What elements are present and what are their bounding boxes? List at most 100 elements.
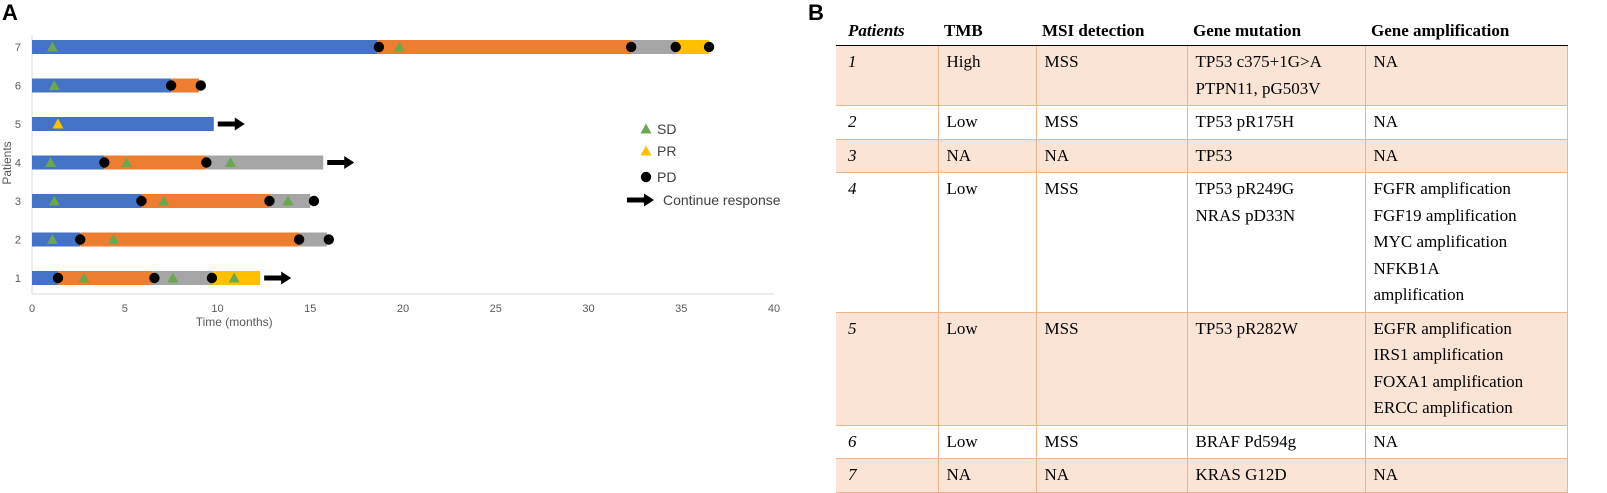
bar-segment-blue (32, 155, 105, 170)
cell-msi: MSS (1035, 311, 1188, 426)
legend-label: PD (657, 169, 676, 185)
cell-tmb: Low (937, 105, 1037, 140)
pd-marker (264, 195, 275, 207)
bar-segment-gray (152, 271, 212, 285)
cell-patient: 4 (836, 172, 939, 313)
cell-patient: 5 (836, 311, 939, 426)
bar-segment-orange (141, 194, 270, 208)
cell-patient: 2 (836, 105, 939, 140)
cell-gene-mutation: TP53 pR175H (1186, 105, 1366, 140)
x-tick-label: 20 (397, 303, 409, 315)
pr-marker (52, 118, 64, 129)
bar-segment-gray (299, 232, 327, 247)
cell-gene-mutation: TP53 pR282W (1186, 311, 1366, 426)
pd-marker (206, 272, 218, 284)
cell-gene-amplification: NA (1364, 138, 1568, 173)
sd-marker (78, 272, 90, 283)
sd-marker (228, 272, 240, 283)
cell-tmb: Low (937, 311, 1037, 426)
sd-marker (45, 157, 57, 167)
bar-segment-blue (32, 40, 378, 54)
x-tick-label: 10 (211, 303, 223, 315)
cell-tmb: NA (937, 138, 1037, 173)
genomics-table: Patients TMB MSI detection Gene mutation… (836, 17, 1568, 493)
legend-pd-icon (640, 171, 652, 183)
y-tick-label: 7 (15, 42, 21, 54)
sd-marker (158, 195, 170, 206)
bar-segment-orange (171, 78, 199, 93)
cell-patient: 1 (836, 45, 939, 106)
y-tick-label: 2 (15, 235, 21, 247)
bar-segment-blue (32, 232, 81, 247)
bar-segment-gray (206, 155, 324, 170)
x-tick-label: 15 (304, 303, 316, 315)
cell-patient: 3 (836, 138, 939, 173)
bar-segment-blue (32, 194, 142, 208)
cell-msi: NA (1035, 138, 1188, 173)
x-tick-label: 25 (490, 303, 502, 315)
pd-marker (149, 272, 160, 284)
legend-sd-icon (640, 123, 652, 134)
pd-marker (670, 41, 681, 53)
header-gene-mutation: Gene mutation (1187, 17, 1365, 46)
panel-label-a: A (2, 0, 18, 25)
sd-marker (108, 234, 120, 244)
pd-marker (136, 195, 147, 207)
pd-marker (308, 195, 320, 207)
header-msi: MSI detection (1036, 17, 1187, 46)
pd-marker (703, 41, 715, 53)
legend-pr-icon (640, 145, 652, 156)
legend-arrow-icon (627, 193, 654, 207)
bar-segment-blue (32, 117, 214, 131)
bar-segment-orange (104, 155, 207, 170)
table-header-row: Patients TMB MSI detection Gene mutation… (836, 17, 1568, 46)
x-tick-label: 35 (675, 303, 687, 315)
sd-marker (282, 195, 294, 206)
bar-segment-orange (80, 232, 300, 247)
legend-label: Continue response (663, 192, 781, 208)
sd-marker (48, 80, 60, 90)
cell-msi: NA (1035, 458, 1188, 493)
cell-tmb: Low (937, 424, 1037, 459)
bar-segment-yellow (675, 40, 710, 54)
cell-patient: 6 (836, 424, 939, 459)
sd-marker (167, 272, 179, 283)
legend-label: PR (657, 143, 676, 159)
sd-marker (224, 157, 236, 167)
sd-marker (48, 195, 60, 206)
pd-marker (99, 157, 110, 168)
pd-marker (373, 41, 385, 53)
continue-response-arrow (264, 271, 292, 285)
cell-gene-mutation: TP53 (1186, 138, 1366, 173)
pd-marker (195, 80, 207, 91)
bar-segment-gray (631, 40, 676, 54)
pd-marker (75, 234, 86, 245)
continue-response-arrow (327, 156, 355, 169)
y-tick-label: 3 (15, 196, 21, 208)
pd-marker (52, 272, 64, 284)
bar-segment-orange (377, 40, 632, 54)
sd-marker (121, 157, 133, 167)
pd-marker (201, 157, 212, 168)
cell-tmb: High (937, 45, 1037, 106)
y-tick-label: 4 (15, 158, 21, 170)
y-tick-label: 1 (15, 273, 21, 285)
header-gene-amplification: Gene amplification (1365, 17, 1568, 46)
legend-label: SD (657, 121, 676, 137)
cell-gene-mutation: KRAS G12D (1186, 458, 1366, 493)
cell-tmb: NA (937, 458, 1037, 493)
cell-gene-amplification: NA (1364, 45, 1568, 106)
x-tick-label: 30 (582, 303, 594, 315)
panel-label-b: B (808, 0, 824, 25)
bar-segment-blue (32, 271, 58, 285)
y-tick-label: 5 (15, 119, 21, 131)
cell-tmb: Low (937, 172, 1037, 313)
